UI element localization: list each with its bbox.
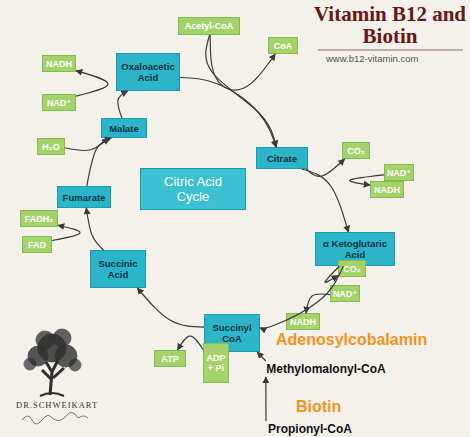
reaction-arrow [325,266,340,282]
reaction-arrow [260,266,343,328]
metabolite-box: Succinic Acid [90,250,146,288]
reaction-arrow [52,225,80,240]
page-title: Vitamin B12 and Biotin [312,3,468,47]
metabolite-box: Malate [101,118,147,138]
node-text: CO₂ [347,146,365,156]
node-text: NAD⁺ [333,289,357,299]
reaction-arrow [265,377,266,421]
node-text: NADH [290,317,316,327]
reaction-arrow [180,77,276,147]
metabolite-box: Citrate [256,147,308,169]
node-text: CoA [274,41,293,51]
title-rule [318,50,463,51]
reaction-arrow [178,336,203,350]
cofactor-label: Biotin [296,398,341,416]
reaction-arrow [118,91,128,118]
cofactor-box: NADH [286,313,320,330]
node-text: FADH₂ [25,214,54,224]
reaction-arrow [306,294,330,313]
node-text: FAD [28,240,46,250]
reaction-arrow [206,35,277,147]
cofactor-box: CO₂ [338,260,366,277]
node-text: NADH [374,185,400,195]
reaction-arrow [350,175,384,185]
node-text: NADH [46,59,72,69]
cofactor-box: ADP + Pi [203,343,229,383]
precursor-node: Propionyl-CoA [260,421,360,437]
cofactor-box: CoA [268,37,298,54]
reaction-arrow [302,169,349,232]
cofactor-box: NAD⁺ [384,164,414,181]
node-text: Acetyl-CoA [185,21,234,31]
node-text: α Ketoglutaric Acid [318,238,392,260]
node-text: Oxaloacetic Acid [119,61,177,83]
cofactor-box: CO₂ [342,142,370,159]
cofactor-box: Acetyl-CoA [178,17,240,35]
node-text: Malate [109,123,139,134]
metabolite-box: Oxaloacetic Acid [116,53,180,91]
node-text: Citric Acid Cycle [157,174,229,204]
node-text: H₂O [42,142,60,152]
node-text: NAD⁺ [47,98,71,108]
node-text: Propionyl-CoA [268,422,352,436]
node-text: Succinic Acid [93,258,143,280]
precursor-node: Methylomalonyl-CoA [262,361,390,377]
cofactor-box: FAD [22,236,52,253]
reaction-arrow [257,352,266,361]
reaction-arrow [210,35,275,90]
node-text: ADP + Pi [205,353,227,373]
logo-tree [24,329,81,396]
reaction-arrow [306,159,344,176]
node-text: CO₂ [343,264,361,274]
signature-scribble [22,412,88,424]
cofactor-box: NAD⁺ [42,94,76,111]
reaction-arrow [137,288,204,327]
website-url: www.b12-vitamin.com [326,53,418,64]
logo-text: DR.SCHWEIKART [16,400,98,410]
reaction-arrow [87,138,111,186]
cofactor-box: FADH₂ [20,210,58,227]
cofactor-box: H₂O [37,138,65,155]
reaction-arrow [65,138,109,151]
node-text: Fumarate [63,192,106,203]
node-text: Methylomalonyl-CoA [266,362,385,376]
node-text: Succinyl CoA [207,322,257,344]
cofactor-label: Adenosylcobalamin [276,331,427,349]
reaction-arrow [86,208,103,250]
metabolite-box: Fumarate [57,186,111,208]
cycle-center-box: Citric Acid Cycle [140,168,246,210]
cofactor-box: NADH [42,55,76,72]
node-text: Citrate [267,153,297,164]
cofactor-box: NAD⁺ [330,285,360,302]
reaction-arrow [76,71,108,96]
node-text: NAD⁺ [387,168,411,178]
cofactor-box: NADH [370,181,404,198]
node-text: ATP [161,354,178,364]
cofactor-box: ATP [154,350,186,367]
